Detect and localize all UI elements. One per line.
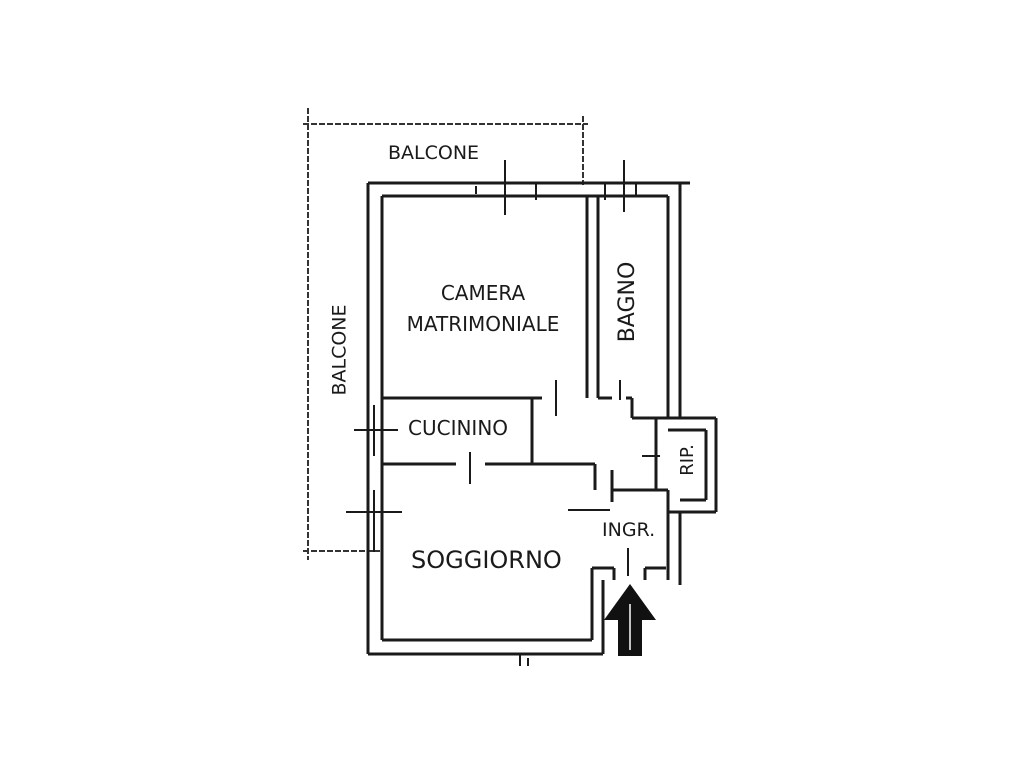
entrance-label: INGR. xyxy=(602,519,656,541)
bedroom-label: CAMERA MATRIMONIALE xyxy=(407,278,560,340)
openings xyxy=(346,160,660,666)
outer-walls xyxy=(366,181,718,656)
bedroom-label-line1: CAMERA xyxy=(440,281,526,305)
bathroom-label: BAGNO xyxy=(615,261,640,343)
bedroom-label-line2: MATRIMONIALE xyxy=(406,312,560,336)
entrance-arrow-icon xyxy=(604,584,656,656)
storage-label: RIP. xyxy=(677,444,698,476)
kitchenette-label: CUCININO xyxy=(408,416,509,440)
balcony-label-left: BALCONE xyxy=(328,304,351,396)
living-room-label: SOGGIORNO xyxy=(411,546,562,574)
balcony-label-top: BALCONE xyxy=(388,142,480,164)
interior-walls xyxy=(382,196,668,502)
